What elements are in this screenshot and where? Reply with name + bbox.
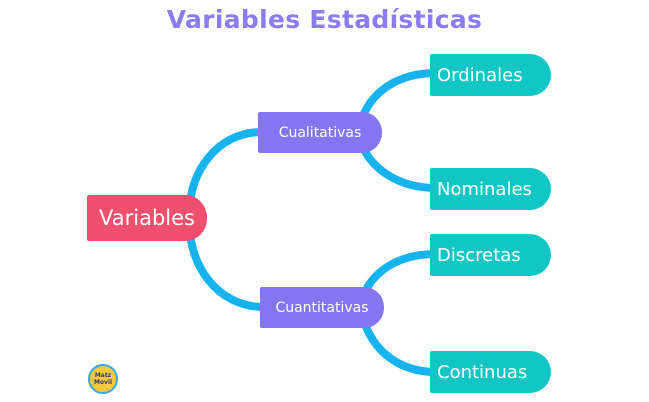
branch-node-label: Cualitativas: [278, 124, 362, 141]
leaf-node-label: Discretas: [437, 244, 521, 266]
branch-node-cualitativas: Cualitativas: [258, 112, 382, 153]
leaf-node-continuas: Continuas: [430, 351, 551, 393]
leaf-node-label: Ordinales: [437, 64, 523, 86]
branch-node-label: Cuantitativas: [275, 299, 369, 316]
leaf-node-discretas: Discretas: [430, 234, 551, 276]
matemovil-logo: Matz Movil: [88, 364, 118, 394]
root-node: Variables: [87, 195, 207, 241]
leaf-node-label: Nominales: [437, 178, 532, 200]
leaf-node-nominales: Nominales: [430, 168, 551, 210]
leaf-node-label: Continuas: [437, 361, 528, 383]
leaf-node-ordinales: Ordinales: [430, 54, 551, 96]
root-node-label: Variables: [99, 206, 195, 230]
branch-node-cuantitativas: Cuantitativas: [260, 287, 384, 328]
connector-root-cualitativas: [186, 128, 266, 212]
diagram-title: Variables Estadísticas: [166, 5, 483, 34]
connector-root-cuantitativas: [186, 224, 268, 311]
